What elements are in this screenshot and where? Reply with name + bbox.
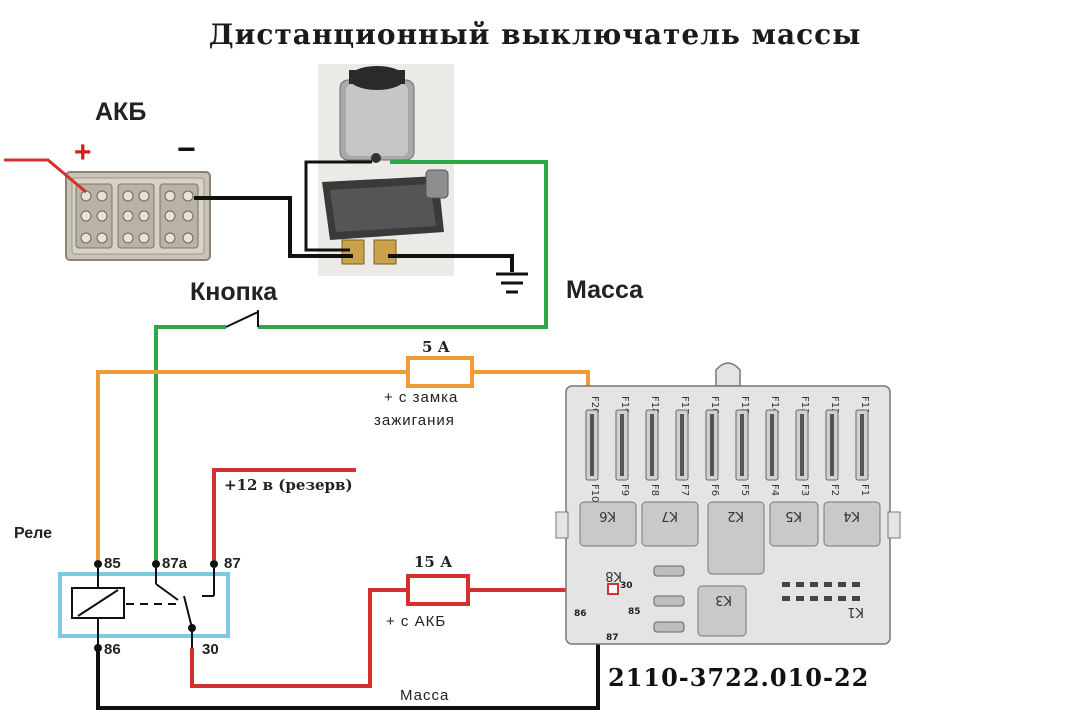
fuse-label-bottom: F4: [769, 484, 780, 496]
fuse-slot-core: [740, 414, 744, 476]
fuse-label-top: F19: [619, 396, 630, 414]
fuse-label-bottom: F6: [709, 484, 720, 496]
fuse-label-top: F11: [859, 396, 870, 414]
fuse-label-top: F13: [799, 396, 810, 414]
battery-feed-wire: [4, 158, 87, 194]
relay: [58, 560, 230, 652]
relay-k3: K3: [715, 592, 732, 607]
relay-pin-87: 87: [224, 555, 241, 572]
reserve-wire: [212, 468, 356, 560]
part-number: 2110-3722.010-22: [608, 663, 869, 692]
fuse-label-top: F12: [829, 396, 840, 414]
fuse-slot-core: [650, 414, 654, 476]
ground-symbol: [496, 272, 528, 294]
ignition-label-2: зажигания: [374, 412, 455, 429]
from-battery-label: + с АКБ: [386, 613, 446, 630]
fuse-label-bottom: F8: [649, 484, 660, 496]
relay-k6: K6: [599, 508, 616, 523]
switch-ground-wire: [388, 254, 514, 272]
switch-control-wire: [304, 160, 372, 252]
battery-minus-wire: [194, 196, 353, 258]
fuse-label-bottom: F10: [589, 484, 600, 502]
fuse-slot-core: [710, 414, 714, 476]
battery-label: АКБ: [95, 98, 146, 126]
relay-pin-87a: 87a: [162, 555, 188, 572]
mount-pin-85: 85: [628, 607, 641, 617]
fuse-label-bottom: F2: [829, 484, 840, 496]
relay-ground-wire: [96, 612, 600, 710]
fuse-slot-core: [620, 414, 624, 476]
relay-k4: K4: [843, 508, 860, 523]
fuse-label-top: F20: [589, 396, 600, 414]
fuse-15a: 15 А: [406, 553, 470, 606]
mount-pin-87: 87: [606, 633, 619, 643]
ground-switch: [318, 64, 454, 276]
relay-k2: K2: [727, 508, 744, 523]
relay-k1: K1: [847, 604, 864, 619]
fuse-label-bottom: F5: [739, 484, 750, 496]
reserve-label: +12 в (резерв): [224, 476, 353, 494]
fuse-slot-core: [800, 414, 804, 476]
fuse-5a-label: 5 А: [422, 338, 451, 356]
fuse-label-bottom: F7: [679, 484, 690, 496]
green-control-wire: [154, 160, 548, 560]
battery-plus-wire: [190, 588, 610, 688]
fuse-slot-core: [770, 414, 774, 476]
button-switch: [225, 310, 259, 328]
fuse-label-top: F18: [649, 396, 660, 414]
fuse-label-top: F16: [709, 396, 720, 414]
fuse-slot-core: [830, 414, 834, 476]
fuse-label-top: F14: [769, 396, 780, 414]
relay-pin-30: 30: [202, 641, 219, 658]
ignition-label-1: + с замка: [384, 389, 458, 406]
diagram-title: Дистанционный выключатель массы: [209, 18, 862, 51]
mount-pin-86: 86: [574, 609, 587, 619]
fuse-box: F20 F19 F18 F17 F16 F15 F14 F13 F12 F11 F10 F9 F8 F7…: [555, 362, 901, 645]
relay-label: Реле: [14, 525, 52, 542]
fuse-label-bottom: F9: [619, 484, 630, 496]
fuse-label-bottom: F1: [859, 484, 870, 496]
relay-k7: K7: [661, 508, 678, 523]
relay-k5: K5: [785, 508, 802, 523]
fuse-label-top: F17: [679, 396, 690, 414]
button-label: Кнопка: [190, 278, 278, 306]
minus-sign: −: [177, 131, 196, 167]
fuse-label-top: F15: [739, 396, 750, 414]
relay-pin-86: 86: [104, 641, 121, 658]
relay-k8: K8: [605, 568, 622, 583]
mount-pin-30: 30: [620, 581, 633, 591]
ground-label: Масса: [566, 276, 644, 304]
fuse-slot-core: [590, 414, 594, 476]
plus-sign: +: [74, 136, 92, 169]
ignition-wire: [96, 370, 624, 560]
ground-bottom-label: Масса: [400, 687, 449, 704]
fuse-15a-label: 15 А: [414, 553, 453, 571]
fuse-slot-core: [860, 414, 864, 476]
relay-pin-85: 85: [104, 555, 121, 572]
fuse-label-bottom: F3: [799, 484, 810, 496]
battery: АКБ + −: [65, 98, 211, 261]
fuse-5a: 5 А: [406, 338, 474, 388]
fuse-slot-core: [680, 414, 684, 476]
